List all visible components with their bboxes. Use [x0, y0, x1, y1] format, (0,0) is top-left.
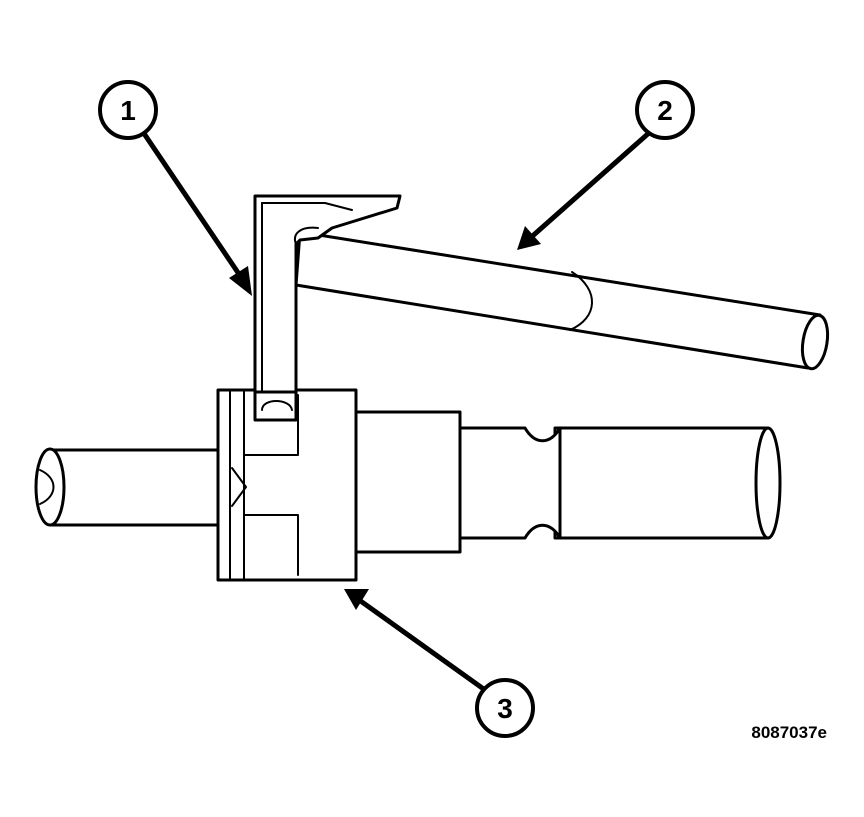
callout-1: 1: [98, 80, 158, 140]
arrowhead-3: [344, 589, 369, 610]
leader-line-1: [140, 129, 248, 286]
callout-2: 2: [635, 80, 695, 140]
leader-line-3: [352, 594, 488, 693]
right-tube: [553, 426, 782, 540]
figure-id: 8087037e: [751, 723, 827, 742]
callout-2-label: 2: [657, 95, 673, 126]
release-tool: [253, 194, 402, 422]
left-tube: [34, 447, 222, 527]
leader-lines: [140, 129, 653, 693]
arrowhead-2: [517, 226, 541, 250]
leader-line-2: [525, 129, 653, 243]
arrowhead-1: [229, 266, 252, 296]
callout-3: 3: [475, 678, 535, 738]
callout-1-label: 1: [120, 95, 136, 126]
callout-3-label: 3: [497, 693, 513, 724]
upper-tube: [294, 230, 830, 371]
